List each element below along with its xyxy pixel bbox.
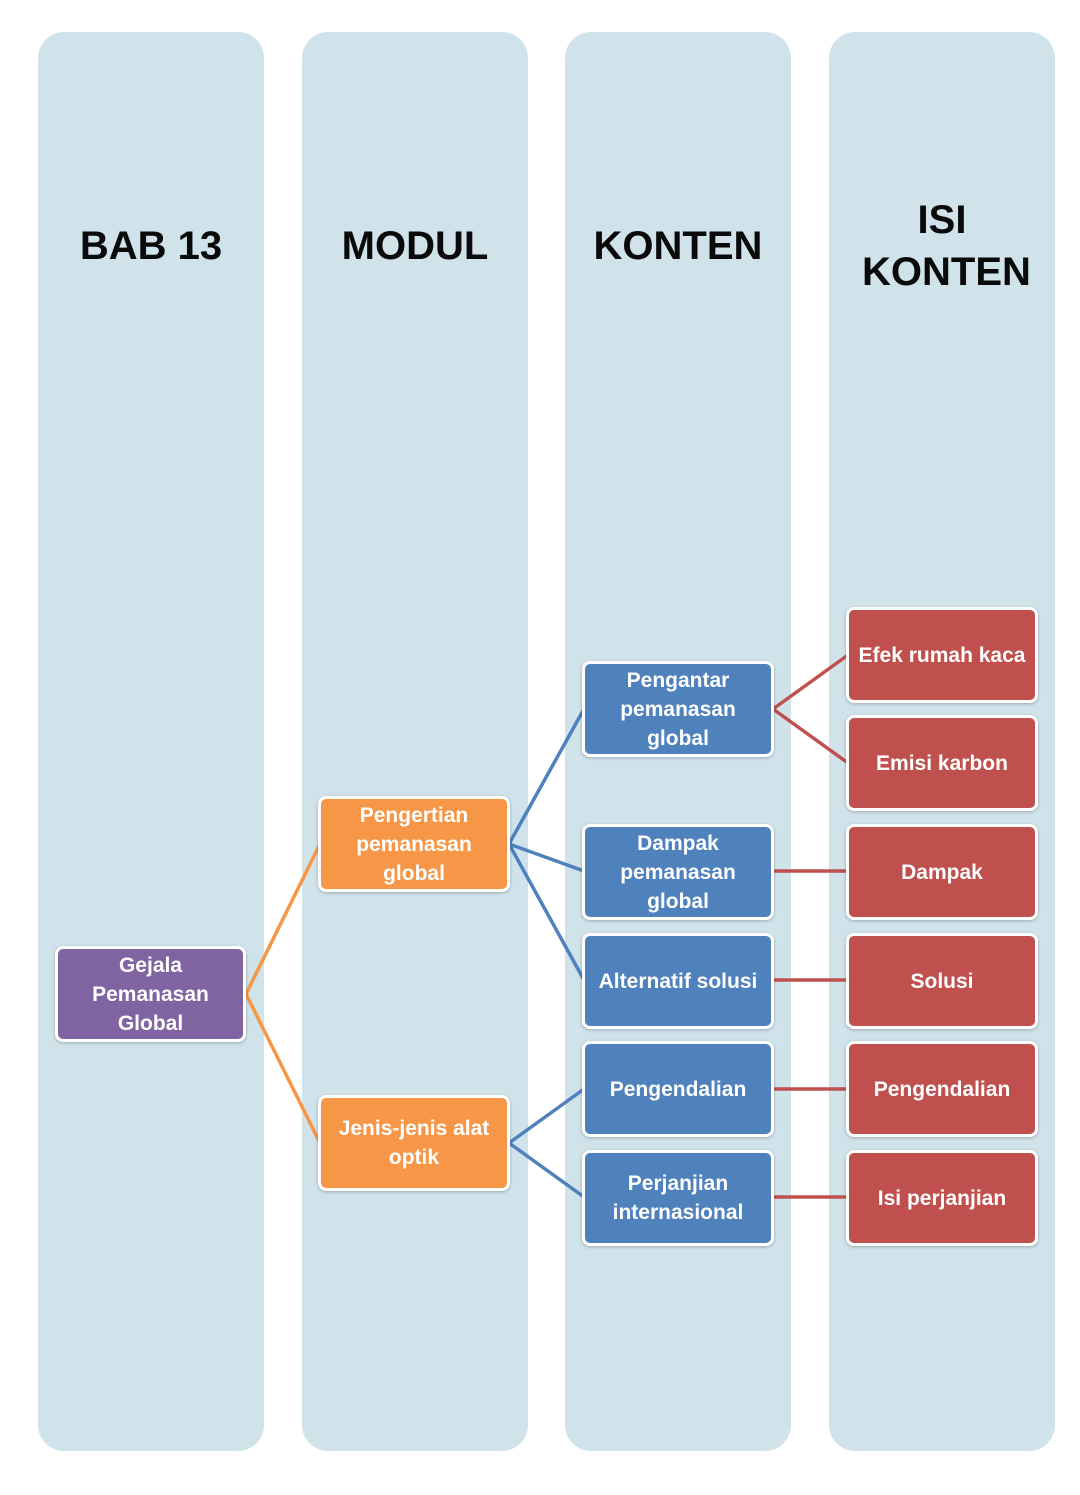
node-konten-2[interactable]: Dampak pemanasan global xyxy=(582,824,774,920)
node-isi-3[interactable]: Dampak xyxy=(846,824,1038,920)
node-isi-5-label: Pengendalian xyxy=(873,1077,1011,1101)
node-isi-3-label: Dampak xyxy=(901,860,983,884)
link-bab-modul-1 xyxy=(244,842,322,996)
column-title-bab: BAB 13 xyxy=(79,224,223,268)
node-isi-1-label: Efek rumah kaca xyxy=(858,643,1026,667)
node-konten-4-label: Pengendalian xyxy=(609,1077,747,1101)
node-isi-5[interactable]: Pengendalian xyxy=(846,1041,1038,1137)
node-konten-5[interactable]: Perjanjian internasional xyxy=(582,1150,774,1246)
node-isi-6[interactable]: Isi perjanjian xyxy=(846,1150,1038,1246)
node-modul-2[interactable]: Jenis-jenis alat optik xyxy=(318,1095,510,1191)
node-konten-5-label: Perjanjian internasional xyxy=(612,1172,744,1224)
node-konten-3[interactable]: Alternatif solusi xyxy=(582,933,774,1029)
node-isi-2-label: Emisi karbon xyxy=(876,751,1008,775)
link-modul1-konten3 xyxy=(507,842,586,982)
node-isi-4-label: Solusi xyxy=(910,969,974,993)
column-title-modul: MODUL xyxy=(341,224,489,268)
link-modul1-konten1 xyxy=(507,707,586,846)
node-bab-label: Gejala Pemanasan Global xyxy=(92,953,209,1035)
link-modul2-konten5 xyxy=(507,1141,586,1199)
link-bab-modul-2 xyxy=(244,992,322,1145)
node-isi-2[interactable]: Emisi karbon xyxy=(846,715,1038,811)
node-konten-2-label: Dampak pemanasan global xyxy=(620,831,736,913)
node-modul-1-label: Pengertian pemanasan global xyxy=(356,803,472,885)
node-modul-1[interactable]: Pengertian pemanasan global xyxy=(318,796,510,892)
column-title-isi-konten: ISI KONTEN xyxy=(862,198,1031,294)
link-konten1-isi2 xyxy=(771,707,850,765)
link-konten1-isi1 xyxy=(771,653,850,711)
column-title-konten: KONTEN xyxy=(593,224,763,268)
link-modul2-konten4 xyxy=(507,1087,586,1145)
node-konten-1-label: Pengantar pemanasan global xyxy=(620,668,736,750)
node-konten-1[interactable]: Pengantar pemanasan global xyxy=(582,661,774,757)
node-modul-2-label: Jenis-jenis alat optik xyxy=(338,1117,490,1169)
node-isi-6-label: Isi perjanjian xyxy=(877,1186,1007,1210)
node-konten-4[interactable]: Pengendalian xyxy=(582,1041,774,1137)
node-konten-3-label: Alternatif solusi xyxy=(598,969,758,993)
node-isi-1[interactable]: Efek rumah kaca xyxy=(846,607,1038,703)
column-modul: MODUL xyxy=(302,32,528,1451)
node-bab[interactable]: Gejala Pemanasan Global xyxy=(55,946,246,1042)
column-bab: BAB 13 xyxy=(38,32,264,1451)
node-isi-4[interactable]: Solusi xyxy=(846,933,1038,1029)
link-modul1-konten2 xyxy=(507,842,586,873)
